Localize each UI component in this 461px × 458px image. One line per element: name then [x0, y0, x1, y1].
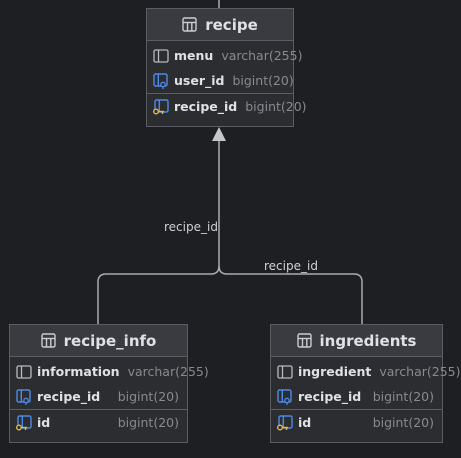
- relation-line-ingredients[interactable]: [218, 265, 363, 326]
- relation-label-ingredients: recipe_id: [264, 259, 318, 273]
- column-type: bigint(20): [117, 389, 179, 404]
- column-name: recipe_id: [37, 389, 101, 404]
- column-name: menu: [174, 48, 214, 63]
- column-name: user_id: [174, 73, 225, 88]
- column-type: varchar(255): [221, 48, 303, 63]
- entity-title: ingredients: [319, 331, 417, 350]
- column-row[interactable]: menu varchar(255): [147, 43, 302, 68]
- column-name: ingredient: [298, 364, 372, 379]
- relation-line-recipe-info[interactable]: [97, 140, 220, 326]
- table-icon: [182, 17, 197, 32]
- primary-key-icon: [152, 98, 170, 116]
- primary-key-icon: [276, 414, 294, 432]
- entity-header[interactable]: ingredients: [271, 325, 442, 357]
- column-type: bigint(20): [232, 73, 294, 88]
- column-name: recipe_id: [174, 99, 238, 114]
- foreign-key-icon: [152, 72, 170, 90]
- column-name: id: [37, 415, 51, 430]
- entity-header[interactable]: recipe_info: [10, 325, 187, 357]
- column-type: bigint(20): [117, 415, 179, 430]
- column-row[interactable]: ingredient varchar(255): [271, 359, 461, 384]
- column-icon: [276, 363, 294, 381]
- column-type: bigint(20): [245, 99, 307, 114]
- foreign-key-icon: [276, 388, 294, 406]
- foreign-key-icon: [15, 388, 33, 406]
- column-type: bigint(20): [372, 389, 434, 404]
- column-type: bigint(20): [372, 415, 434, 430]
- column-row[interactable]: id bigint(20): [271, 409, 442, 435]
- column-row[interactable]: user_id bigint(20): [147, 68, 294, 93]
- primary-key-icon: [15, 414, 33, 432]
- relation-label-recipe-info: recipe_id: [164, 220, 218, 234]
- column-type: varchar(255): [127, 364, 209, 379]
- column-name: recipe_id: [298, 389, 362, 404]
- entity-header[interactable]: recipe: [147, 9, 293, 41]
- column-icon: [15, 363, 33, 381]
- entity-recipe-info[interactable]: recipe_info information varchar(255) rec…: [9, 324, 209, 443]
- column-name: information: [37, 364, 120, 379]
- entity-title: recipe: [205, 15, 258, 34]
- table-icon: [296, 333, 312, 348]
- column-row[interactable]: recipe_id bigint(20): [147, 93, 307, 119]
- column-type: varchar(255): [379, 364, 461, 379]
- column-row[interactable]: recipe_id bigint(20): [10, 384, 187, 409]
- entity-title: recipe_info: [63, 331, 157, 350]
- column-icon: [152, 47, 170, 65]
- column-row[interactable]: recipe_id bigint(20): [271, 384, 442, 409]
- entity-recipe[interactable]: recipe menu varchar(255) user_id bigint(…: [146, 8, 307, 127]
- column-row[interactable]: information varchar(255): [10, 359, 209, 384]
- diagram-canvas: [97, 0, 363, 326]
- entity-ingredients[interactable]: ingredients ingredient varchar(255) reci…: [270, 324, 461, 443]
- relation-arrowhead: [212, 127, 226, 141]
- table-icon: [40, 333, 56, 348]
- column-name: id: [298, 415, 312, 430]
- column-row[interactable]: id bigint(20): [10, 409, 187, 435]
